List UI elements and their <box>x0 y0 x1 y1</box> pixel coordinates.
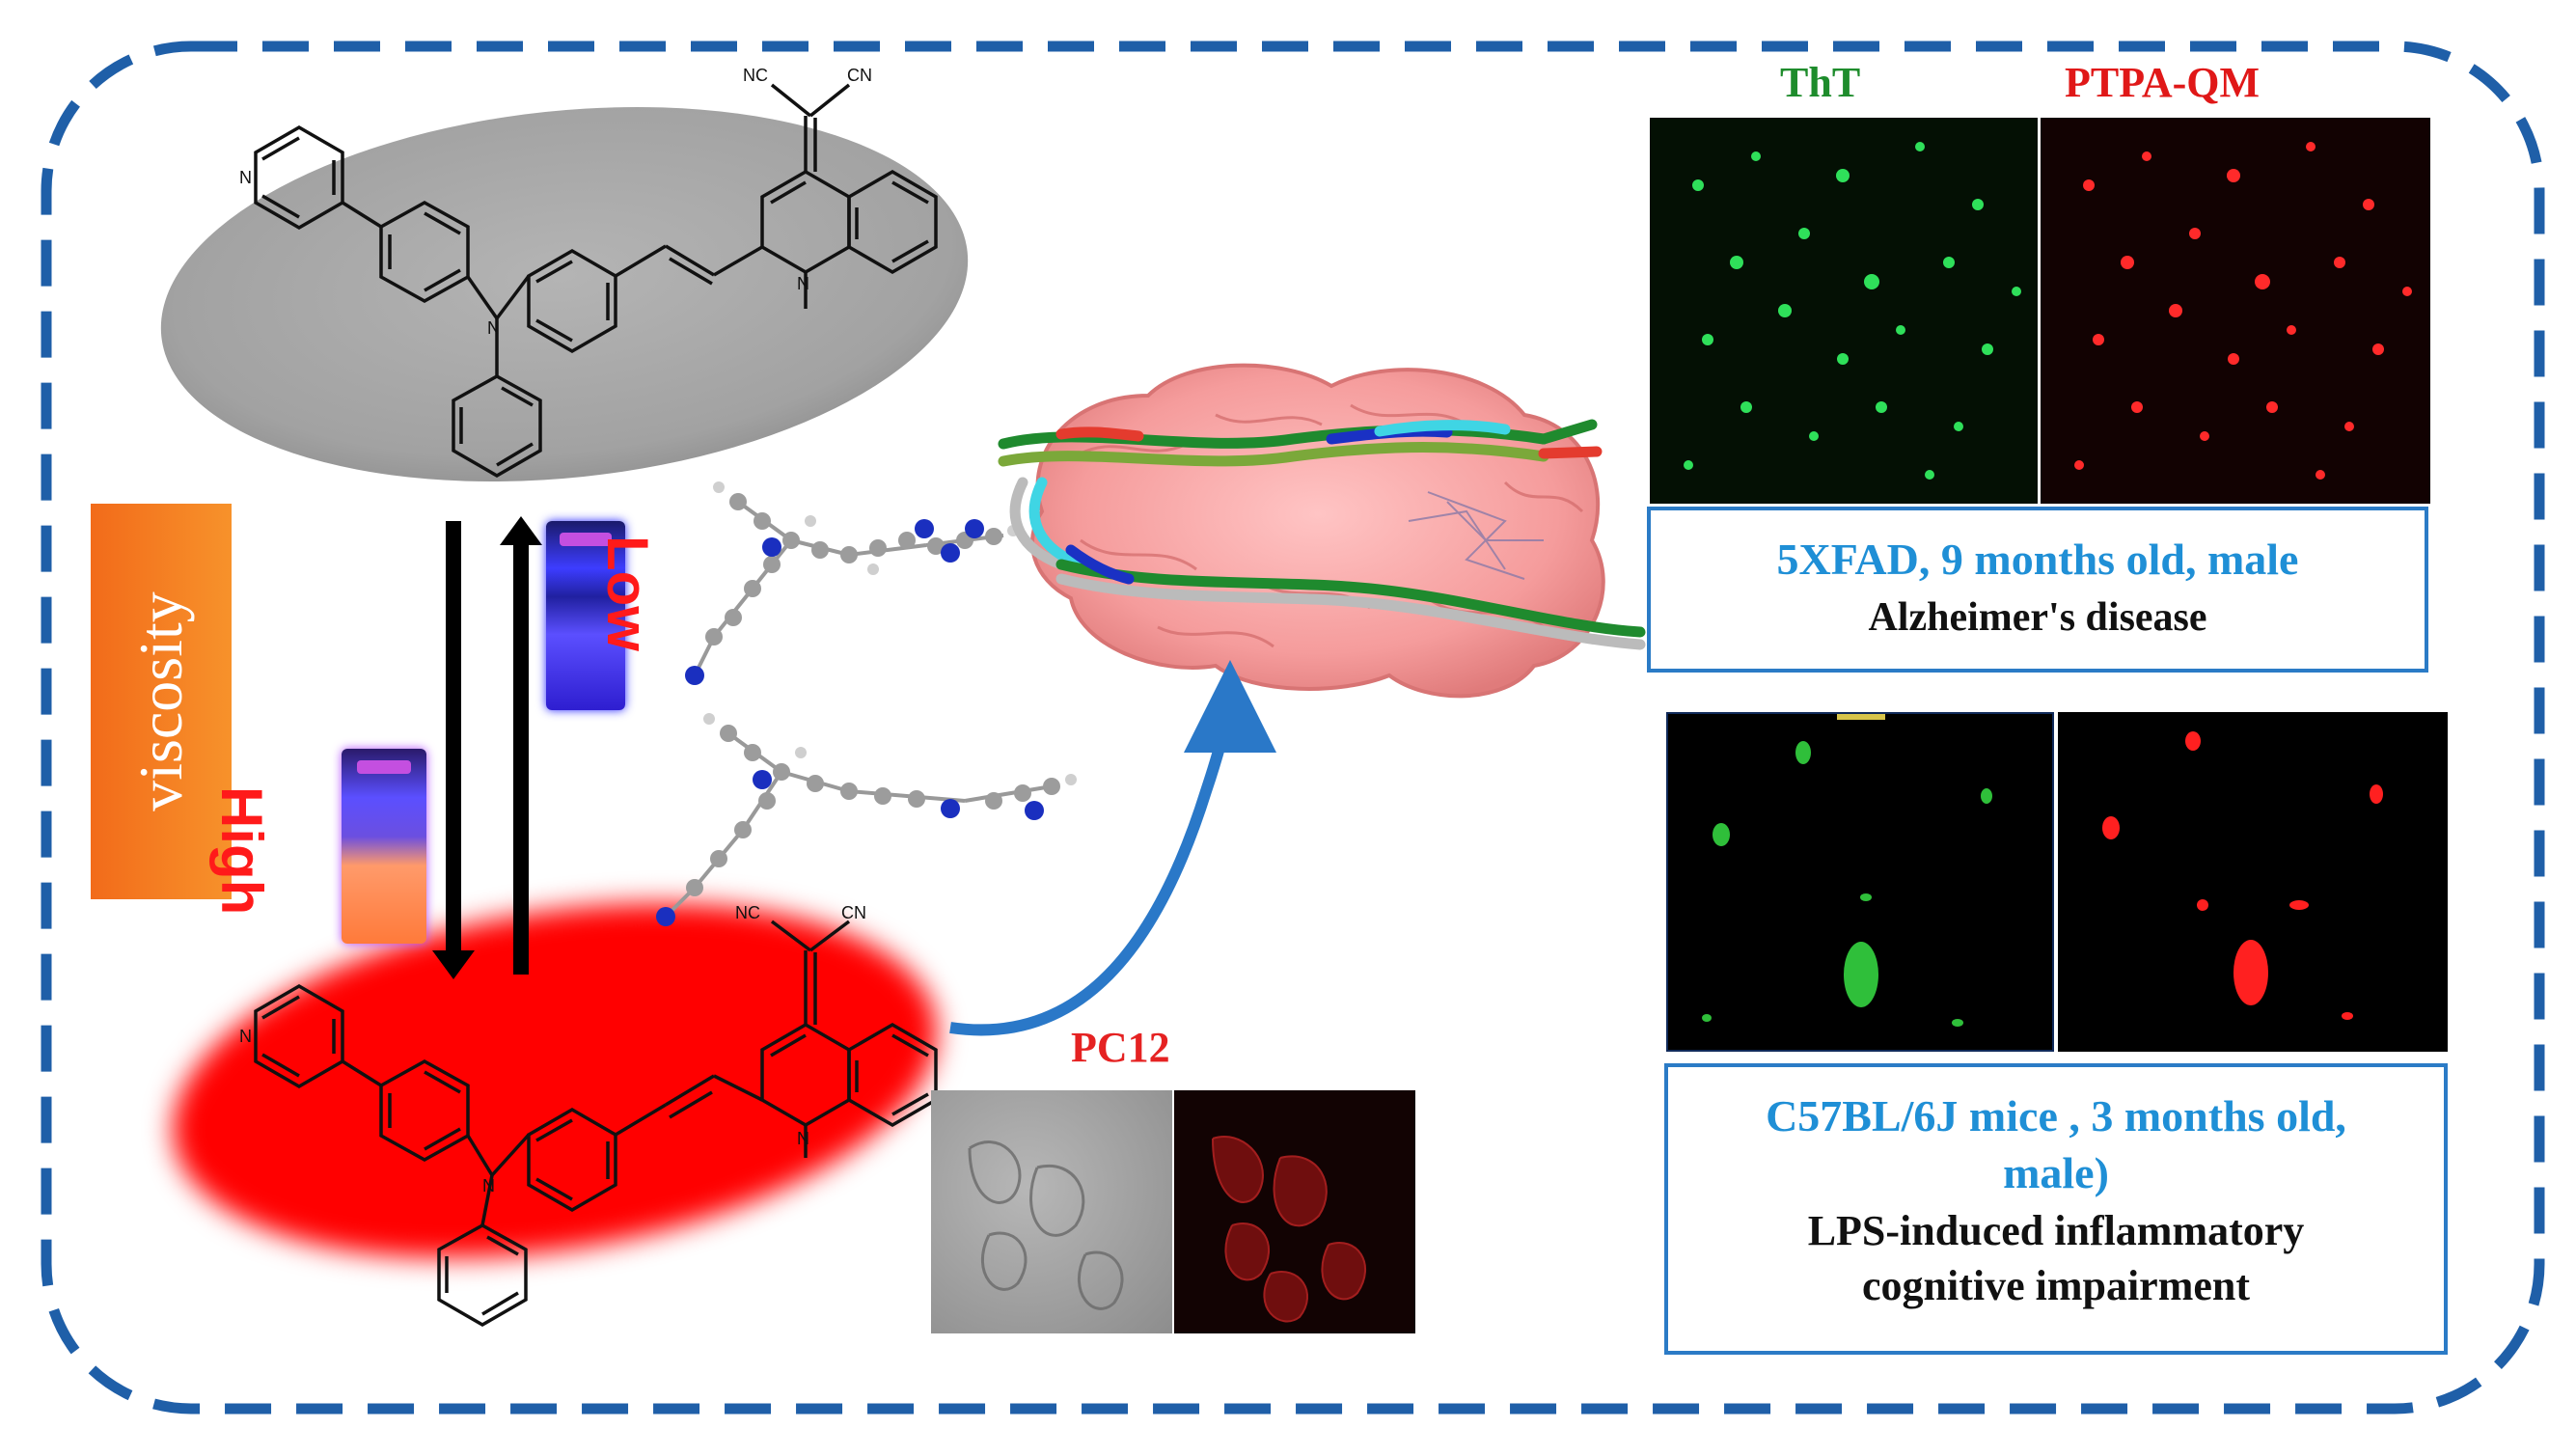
ball-stick-model-bottom <box>664 731 1053 919</box>
viscosity-label: viscosity <box>126 591 195 811</box>
bottom-caption-box: C57BL/6J mice , 3 months old, male) LPS-… <box>1664 1063 2448 1355</box>
top-amine-n: N <box>487 318 500 338</box>
high-viscosity-ellipse <box>172 903 938 1258</box>
top-caption-box: 5XFAD, 9 months old, male Alzheimer's di… <box>1647 507 2428 673</box>
bottom-molecule <box>254 920 938 1328</box>
equilibrium-arrows <box>432 516 542 979</box>
bottom-caption-line4: cognitive impairment <box>1861 1262 2251 1309</box>
top-cn-label: CN <box>847 66 872 85</box>
cell-outlines <box>968 1140 1124 1310</box>
pc12-label: PC12 <box>1071 1024 1170 1071</box>
bottom-quinoline-n: N <box>797 1129 809 1148</box>
bottom-caption-line3: LPS-induced inflammatory <box>1807 1207 2305 1254</box>
pc12-brightfield-image <box>931 1090 1172 1333</box>
top-caption-line2: Alzheimer's disease <box>1868 595 2207 640</box>
top-nc-label: NC <box>743 66 768 85</box>
vial-high <box>342 749 426 944</box>
top-caption-line1: 5XFAD, 9 months old, male <box>1776 535 2299 584</box>
red-microglia-image <box>2058 712 2448 1052</box>
ball-stick-nitrogens-bottom <box>656 770 1044 926</box>
red-cells-right <box>2102 731 2383 1020</box>
high-label: High <box>209 786 274 916</box>
brain-illustration <box>998 363 1646 699</box>
bottom-amine-n: N <box>482 1176 495 1195</box>
pc12-fluorescence-image <box>1174 1090 1415 1333</box>
ball-stick-nitrogens-top <box>685 519 984 685</box>
top-quinoline-n: N <box>797 274 809 293</box>
bottom-nc-label: NC <box>735 903 760 922</box>
tht-fluorescence-image <box>1650 118 2038 504</box>
bottom-caption-line1: C57BL/6J mice , 3 months old, <box>1766 1091 2346 1140</box>
tht-spots <box>1684 142 2021 480</box>
ptpa-qm-fluorescence-image <box>2041 118 2430 504</box>
green-cells <box>1702 741 1992 1027</box>
vial-low <box>546 521 625 710</box>
viscosity-bar: viscosity <box>91 504 232 899</box>
low-label: Low <box>595 536 660 651</box>
ptpa-spots <box>2074 142 2412 480</box>
bottom-pyridine-n: N <box>239 1027 252 1046</box>
ball-stick-model-top <box>693 500 1004 676</box>
low-viscosity-ellipse <box>160 107 969 481</box>
bottom-caption-line2: male) <box>2003 1148 2109 1197</box>
ball-stick-atoms-top <box>705 481 1019 646</box>
top-molecule <box>254 83 938 479</box>
top-pyridine-n: N <box>239 168 252 187</box>
bottom-cn-label: CN <box>841 903 866 922</box>
blue-curve-arrow <box>949 660 1276 1036</box>
tht-label: ThT <box>1780 59 1861 106</box>
green-microglia-image <box>1666 712 2054 1052</box>
ptpa-qm-label: PTPA-QM <box>2065 59 2261 106</box>
ball-stick-atoms-bottom <box>686 713 1077 896</box>
red-cells <box>1212 1136 1367 1323</box>
